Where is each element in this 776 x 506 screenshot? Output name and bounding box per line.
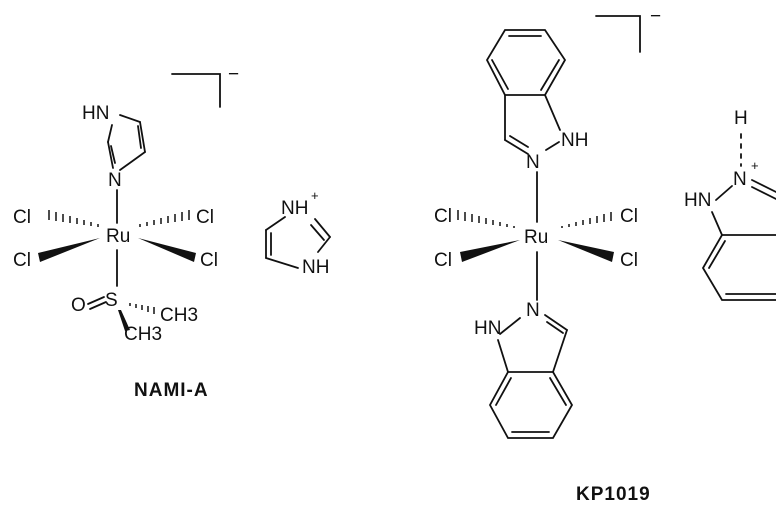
nami-a-oxygen-label: O bbox=[71, 295, 86, 316]
kp1019-ru-label: Ru bbox=[524, 227, 548, 248]
kp1019-counterion-h-label: H bbox=[734, 108, 748, 129]
nami-a-wedge-bond-methyl bbox=[118, 310, 130, 331]
nami-a-wedge-bond-left bbox=[38, 238, 100, 262]
nami-a-imidazole-n-label: N bbox=[108, 170, 122, 191]
kp1019-wedge-bond-left bbox=[460, 240, 520, 262]
kp1019-charge-sign: − bbox=[650, 6, 661, 27]
nami-a-charge-sign: − bbox=[228, 64, 239, 85]
nami-a-imidazolium-counterion: NH + NH bbox=[265, 188, 331, 278]
nami-a-wedge-bond-right bbox=[138, 238, 196, 262]
kp1019-charge-bracket bbox=[595, 15, 641, 53]
kp1019-counterion-hn-label: HN bbox=[684, 190, 711, 211]
nami-a-counterion-nh-plus-label: NH bbox=[281, 198, 308, 219]
nami-a-cl-upper-right: Cl bbox=[196, 207, 214, 228]
kp1019-cl-lower-right: Cl bbox=[620, 250, 638, 271]
kp1019-cl-upper-right: Cl bbox=[620, 206, 638, 227]
kp1019-structure: − N NH Ru bbox=[434, 6, 776, 505]
nami-a-cl-lower-right: Cl bbox=[200, 250, 218, 271]
kp1019-cl-upper-left: Cl bbox=[434, 206, 452, 227]
nami-a-cl-lower-left: Cl bbox=[13, 250, 31, 271]
nami-a-hashed-bond-right bbox=[139, 210, 190, 227]
kp1019-hashed-bond-right bbox=[561, 212, 612, 228]
nami-a-dmso-ligand: S O CH3 CH3 bbox=[71, 290, 198, 345]
nami-a-hashed-bond-left bbox=[48, 210, 99, 227]
kp1019-top-indazole-nh-label: NH bbox=[561, 130, 588, 151]
kp1019-top-indazole: N NH bbox=[485, 29, 588, 173]
kp1019-top-indazole-n-label: N bbox=[526, 152, 540, 173]
kp1019-bottom-indazole-hn-label: HN bbox=[474, 318, 501, 339]
nami-a-methyl-down-label: CH3 bbox=[124, 324, 162, 345]
nami-a-imidazole-ring: HN N bbox=[82, 103, 146, 191]
kp1019-hashed-bond-left bbox=[457, 210, 515, 228]
kp1019-wedge-bond-right bbox=[558, 240, 614, 262]
nami-a-ru-label: Ru bbox=[106, 226, 130, 247]
nami-a-counterion-plus: + bbox=[311, 188, 319, 203]
nami-a-sulfur-label: S bbox=[105, 290, 118, 311]
kp1019-bottom-indazole: N HN bbox=[474, 300, 574, 439]
nami-a-charge-bracket bbox=[171, 73, 221, 108]
nami-a-methyl-right-label: CH3 bbox=[160, 305, 198, 326]
kp1019-name: KP1019 bbox=[576, 484, 651, 505]
kp1019-counterion-n-label: N bbox=[733, 169, 747, 190]
kp1019-counterion-plus: + bbox=[751, 158, 759, 173]
kp1019-cl-lower-left: Cl bbox=[434, 250, 452, 271]
nami-a-counterion-nh-label: NH bbox=[302, 257, 329, 278]
nami-a-cl-upper-left: Cl bbox=[13, 207, 31, 228]
nami-a-name: NAMI-A bbox=[134, 380, 209, 401]
nami-a-structure: − HN N Ru bbox=[13, 64, 331, 401]
kp1019-indazolium-counterion: H N + HN bbox=[684, 108, 776, 301]
nami-a-imidazole-hn-label: HN bbox=[82, 103, 109, 124]
kp1019-bottom-indazole-n-label: N bbox=[526, 300, 540, 321]
